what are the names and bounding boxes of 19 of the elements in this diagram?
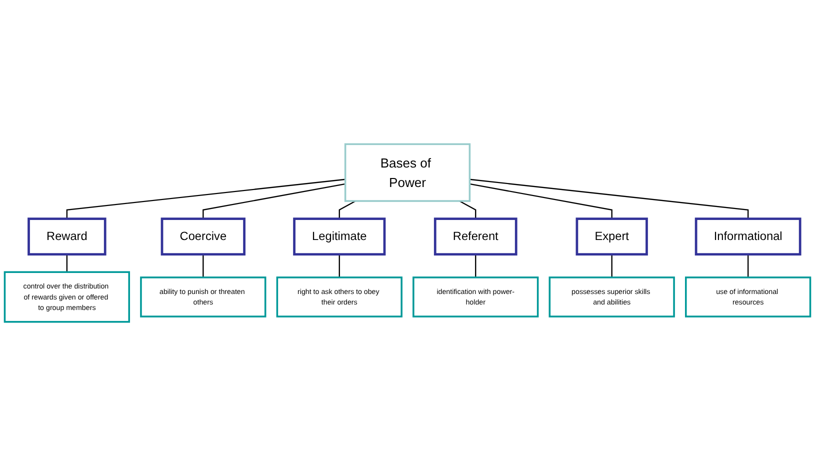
connector: [747, 254, 749, 278]
connector: [66, 178, 346, 219]
connector: [611, 254, 612, 278]
node-box: Coercive: [160, 218, 246, 256]
connector: [338, 200, 356, 219]
node-box: Bases of Power: [344, 143, 471, 202]
node-box: Expert: [576, 218, 648, 256]
node-box: Informational: [694, 218, 802, 256]
connector: [459, 200, 476, 219]
node-box: Legitimate: [293, 218, 386, 256]
connector: [470, 178, 749, 219]
connector: [475, 254, 476, 278]
node-box: Referent: [434, 218, 518, 256]
connector: [202, 254, 204, 278]
node-box: Reward: [28, 218, 106, 256]
connector: [338, 254, 340, 278]
connector: [202, 183, 346, 219]
connector: [66, 254, 68, 272]
connector: [470, 183, 612, 219]
